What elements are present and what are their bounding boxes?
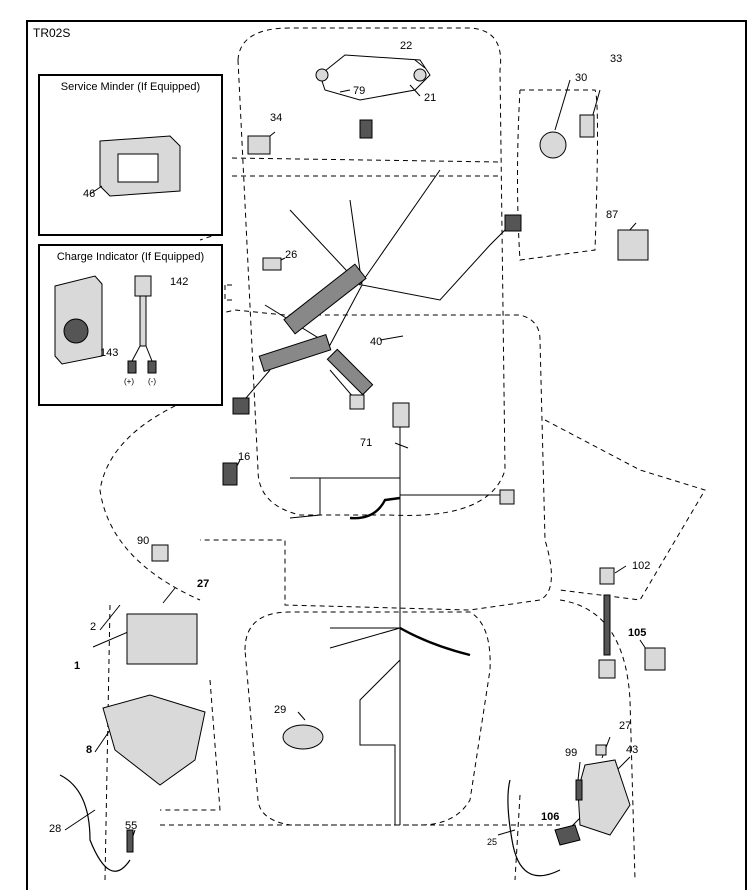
callout-106: 106 (541, 811, 560, 823)
callout-99: 99 (565, 747, 578, 759)
part-102-plug (598, 659, 616, 679)
part-102-connector (599, 567, 615, 585)
cable-25 (507, 779, 561, 877)
callout-34: 34 (270, 112, 283, 124)
callout-79: 79 (353, 85, 366, 97)
right-fender-outline (544, 419, 706, 601)
diagram-code: TR02S (33, 26, 71, 40)
callout-21: 21 (424, 92, 437, 104)
part-99-bolt (575, 779, 583, 801)
callout-26: 26 (285, 249, 298, 261)
callout-22: 22 (400, 40, 413, 52)
mid-body-outline (199, 309, 552, 611)
cable-28 (59, 774, 131, 872)
callout-29: 29 (274, 704, 287, 716)
callout-46: 46 (83, 188, 96, 200)
part-46-service-minder (89, 135, 181, 197)
part-105-switch (644, 647, 666, 671)
parts (102, 54, 666, 853)
part-71-connector-top (392, 402, 410, 428)
diagram-frame (26, 20, 747, 890)
part-22-bulb-right (413, 68, 427, 82)
callout-30: 30 (575, 72, 588, 84)
part-40-harness-core (283, 263, 367, 335)
part-1-battery (126, 613, 198, 665)
callout-40: 40 (370, 336, 383, 348)
left-fender-outline (99, 394, 201, 601)
cable-lower-harness (399, 626, 471, 657)
part-87-switch (617, 229, 649, 261)
part-106-clip (554, 824, 581, 846)
battery-region-outline (104, 604, 221, 881)
part-40-harness-right (326, 348, 374, 396)
harness-71-drop (289, 478, 321, 519)
callout-28: 28 (49, 823, 62, 835)
service-minder-inset: Service Minder (If Equipped) (38, 74, 223, 236)
part-26-relay (262, 257, 282, 271)
part-102-wire (603, 594, 611, 656)
callout-43: 43 (626, 744, 639, 756)
cables (59, 496, 561, 877)
part-79-connector (359, 119, 373, 139)
callout-142: 142 (170, 276, 189, 288)
callout-27-battery: 27 (197, 578, 210, 590)
positive-terminal-label: (+) (124, 377, 134, 386)
part-16-switch (222, 462, 238, 486)
dash-crossbar-outline (231, 157, 501, 177)
part-90-relay (151, 544, 169, 562)
charge-indicator-inset: Charge Indicator (If Equipped) (+) (-) (38, 244, 223, 406)
part-34-switch (247, 135, 271, 155)
callout-143: 143 (100, 347, 119, 359)
part-40-connector-a (232, 397, 250, 415)
callout-55: 55 (125, 820, 138, 832)
part-27-nut (595, 744, 607, 756)
cable-mid-harness (349, 496, 401, 520)
part-40-harness-lower (258, 333, 332, 373)
callout-102: 102 (632, 560, 651, 572)
part-71-connector-right (499, 489, 515, 505)
callout-71: 71 (360, 437, 373, 449)
harness-main-wire (289, 169, 441, 286)
service-minder-title: Service Minder (If Equipped) (60, 81, 201, 93)
part-40-connector-c (504, 214, 522, 232)
lower-body-outline (244, 611, 491, 826)
callout-33: 33 (610, 53, 623, 65)
part-33-key (579, 114, 595, 138)
callout-87: 87 (606, 209, 619, 221)
part-30-ignition (539, 131, 567, 159)
part-8-battery-tray (102, 694, 206, 786)
part-55-bolt (126, 829, 134, 853)
dashed-region-outlines (99, 27, 706, 881)
rear-right-outline (514, 599, 636, 881)
upper-body-outline (237, 27, 506, 516)
callout-27-solenoid: 27 (619, 720, 632, 732)
callout-105: 105 (628, 627, 647, 639)
part-22-bulb-left (315, 68, 329, 82)
callout-8: 8 (86, 744, 93, 756)
harness-branch-wire (349, 199, 511, 301)
harness-lower-branch (359, 659, 401, 825)
part-29-module (282, 724, 324, 750)
part-43-solenoid (577, 759, 631, 836)
callout-16: 16 (238, 451, 251, 463)
part-21-light-harness (319, 54, 431, 101)
part-143-charge-gauge (54, 275, 157, 374)
callout-90: 90 (137, 535, 150, 547)
right-switch-outline (517, 89, 598, 261)
callout-25: 25 (487, 837, 498, 847)
callout-1: 1 (74, 660, 81, 672)
part-40-connector-b (349, 394, 365, 410)
charge-indicator-connector (200, 284, 235, 301)
harness-71-lower (329, 627, 401, 649)
negative-terminal-label: (-) (148, 377, 156, 386)
charge-indicator-title: Charge Indicator (If Equipped) (56, 251, 205, 263)
callout-2: 2 (90, 621, 97, 633)
